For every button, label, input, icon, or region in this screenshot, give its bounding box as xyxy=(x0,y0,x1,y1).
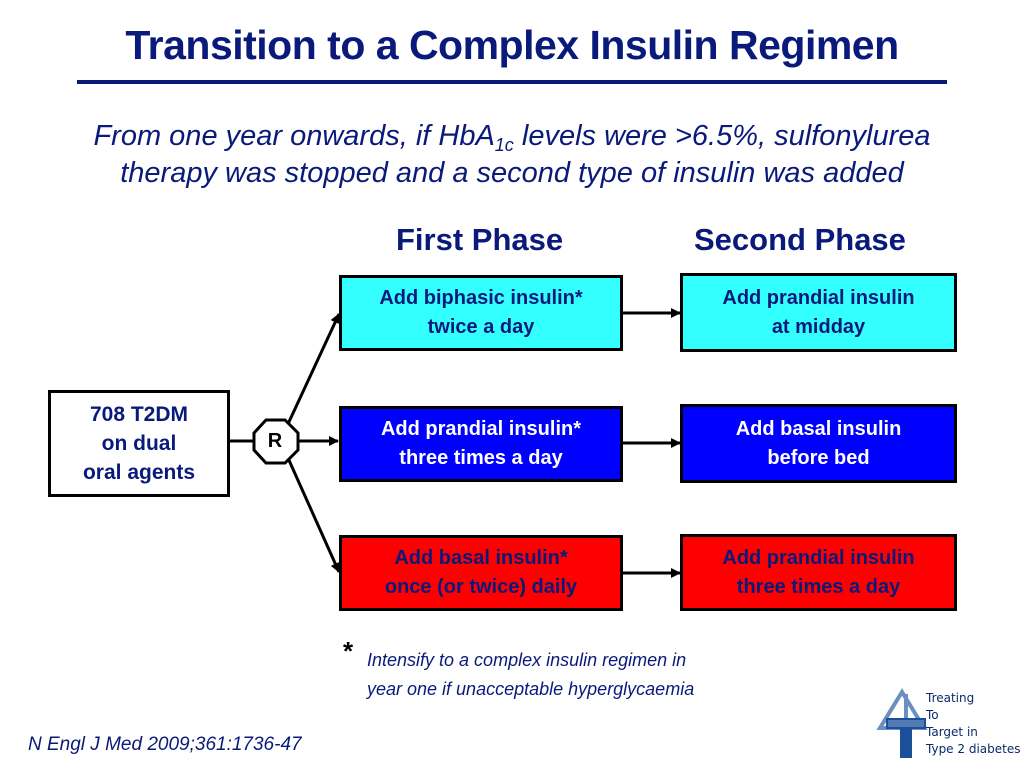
random-to-arm3-arrow xyxy=(286,457,341,573)
first-phase-header: First Phase xyxy=(396,222,564,257)
start-line: oral agents xyxy=(82,461,196,484)
box-line: Add biphasic insulin* xyxy=(379,287,583,309)
box-line: at midday xyxy=(771,315,866,338)
start-population-box: 708 T2DM on dual oral agents xyxy=(48,390,230,497)
footnote-line: year one if unacceptable hyperglycaemia xyxy=(367,679,695,699)
footnote-text: Intensify to a complex insulin regimen i… xyxy=(367,646,694,704)
footnote-marker: * xyxy=(343,636,354,666)
box-line: before bed xyxy=(767,446,870,469)
arm2-first-phase-box: Add prandial insulin* three times a day xyxy=(339,406,623,482)
box-line: Add basal insulin* xyxy=(394,547,568,569)
box-line: three times a day xyxy=(399,447,563,469)
4t-logo-icon xyxy=(876,688,928,758)
box-line: Add prandial insulin xyxy=(722,286,915,309)
title-divider xyxy=(77,80,947,84)
subtitle-part-1: From one year onwards, if HbA xyxy=(93,120,495,152)
start-line: 708 T2DM xyxy=(89,403,189,426)
logo-line: To xyxy=(926,708,939,722)
start-line: on dual xyxy=(101,432,177,455)
arm1-first-phase-box: Add biphasic insulin* twice a day xyxy=(339,275,623,351)
arm2-second-phase-box: Add basal insulin before bed xyxy=(680,404,957,483)
slide-title: Transition to a Complex Insulin Regimen xyxy=(125,22,899,68)
citation: N Engl J Med 2009;361:1736-47 xyxy=(28,734,302,755)
subtitle-subscript: 1c xyxy=(494,135,514,155)
logo-line: Treating xyxy=(926,691,975,705)
arm1-second-phase-box: Add prandial insulin at midday xyxy=(680,273,957,352)
arm3-first-phase-box: Add basal insulin* once (or twice) daily xyxy=(339,535,623,611)
subtitle-line-1: From one year onwards, if HbA1c levels w… xyxy=(0,118,1024,155)
footnote-line: Intensify to a complex insulin regimen i… xyxy=(367,650,687,670)
subtitle-line-2: therapy was stopped and a second type of… xyxy=(120,157,904,189)
box-line: Add prandial insulin xyxy=(722,546,915,569)
box-line: Add prandial insulin* xyxy=(380,418,581,440)
box-line: twice a day xyxy=(427,316,535,338)
logo-text: Treating To Target in Type 2 diabetes xyxy=(926,690,1020,758)
arm3-second-phase-box: Add prandial insulin three times a day xyxy=(680,534,957,611)
logo-line: Target in xyxy=(926,725,978,739)
subtitle-part-2: levels were >6.5%, sulfonylurea xyxy=(513,120,931,152)
randomization-label: R xyxy=(267,429,283,452)
box-line: once (or twice) daily xyxy=(384,576,578,598)
box-line: Add basal insulin xyxy=(735,417,902,440)
random-to-arm1-arrow xyxy=(286,313,341,425)
second-phase-header: Second Phase xyxy=(694,222,906,257)
randomization-octagon xyxy=(252,418,300,465)
slide-subtitle: From one year onwards, if HbA1c levels w… xyxy=(0,118,1024,192)
logo-line: Type 2 diabetes xyxy=(926,742,1021,756)
box-line: three times a day xyxy=(736,575,901,598)
